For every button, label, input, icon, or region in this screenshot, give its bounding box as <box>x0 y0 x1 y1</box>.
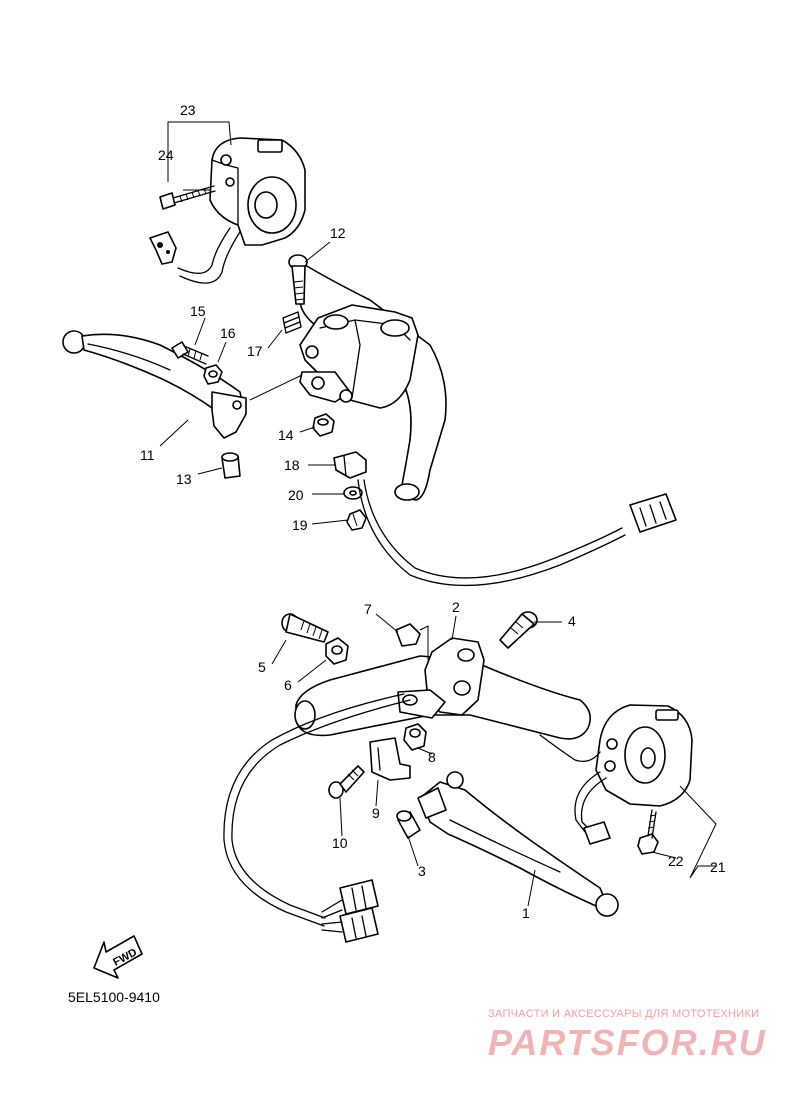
part-label-10: 10 <box>332 835 348 851</box>
upper-leader-lines <box>159 121 349 525</box>
screw-24 <box>159 185 216 210</box>
brake-lever-11 <box>62 330 247 439</box>
part-label-24: 24 <box>158 147 174 163</box>
right-handlebar-switch <box>209 137 306 246</box>
watermark-caption: ЗАПЧАСТИ И АКСЕССУАРЫ ДЛЯ МОТОТЕХНИКИ <box>488 1008 760 1020</box>
lever-holder-2 <box>397 637 485 719</box>
part-labels: 23 24 12 15 16 17 11 14 13 18 20 19 2 7 … <box>140 102 726 921</box>
stop-switch-18 <box>333 451 367 479</box>
diagram-code: 5EL5100-9410 <box>68 989 160 1005</box>
bolt-12 <box>288 254 308 305</box>
clutch-switch-lead <box>223 693 411 943</box>
nut-14 <box>312 413 335 437</box>
part-label-17: 17 <box>247 343 263 359</box>
stop-switch-lead <box>357 479 677 587</box>
screw-10 <box>328 765 365 799</box>
bolt-4 <box>499 611 538 649</box>
spring-17 <box>282 311 302 334</box>
switch-cable <box>149 227 241 284</box>
bolt-5 <box>281 613 329 643</box>
part-label-11: 11 <box>140 447 155 463</box>
bolt-15 <box>171 341 209 365</box>
master-cylinder <box>299 304 419 409</box>
clutch-lever-1 <box>417 771 619 917</box>
washer-20 <box>343 486 363 500</box>
part-label-3: 3 <box>418 863 426 879</box>
clutch-switch-9 <box>369 737 411 781</box>
part-label-12: 12 <box>330 225 346 241</box>
part-label-1: 1 <box>522 905 530 921</box>
screw-19 <box>346 509 367 531</box>
part-label-23: 23 <box>180 102 196 118</box>
nut-8 <box>403 723 427 751</box>
part-label-21: 21 <box>710 859 726 875</box>
left-handlebar-switch <box>595 704 693 807</box>
part-label-18: 18 <box>284 457 300 473</box>
part-label-22: 22 <box>668 853 684 869</box>
part-label-13: 13 <box>176 471 192 487</box>
fwd-direction-arrow: FWD <box>93 935 143 979</box>
part-label-5: 5 <box>258 659 266 675</box>
part-label-19: 19 <box>292 517 308 533</box>
part-label-6: 6 <box>284 677 292 693</box>
left-switch-lead <box>539 734 611 845</box>
part-label-4: 4 <box>568 613 576 629</box>
nut-16 <box>203 364 223 385</box>
part-label-2: 2 <box>452 599 460 615</box>
part-label-16: 16 <box>220 325 236 341</box>
nut-6 <box>325 637 349 665</box>
lower-leader-lines <box>271 613 717 907</box>
part-label-9: 9 <box>372 805 380 821</box>
part-label-20: 20 <box>288 487 304 503</box>
collar-3 <box>396 810 421 839</box>
part-label-14: 14 <box>278 427 294 443</box>
part-label-8: 8 <box>428 749 436 765</box>
collar-13 <box>221 452 241 479</box>
part-label-15: 15 <box>190 303 206 319</box>
part-label-7: 7 <box>364 601 372 617</box>
screw-22 <box>637 809 659 855</box>
watermark-logo: PARTSFOR.RU <box>488 1022 767 1063</box>
screw-7 <box>395 623 429 660</box>
